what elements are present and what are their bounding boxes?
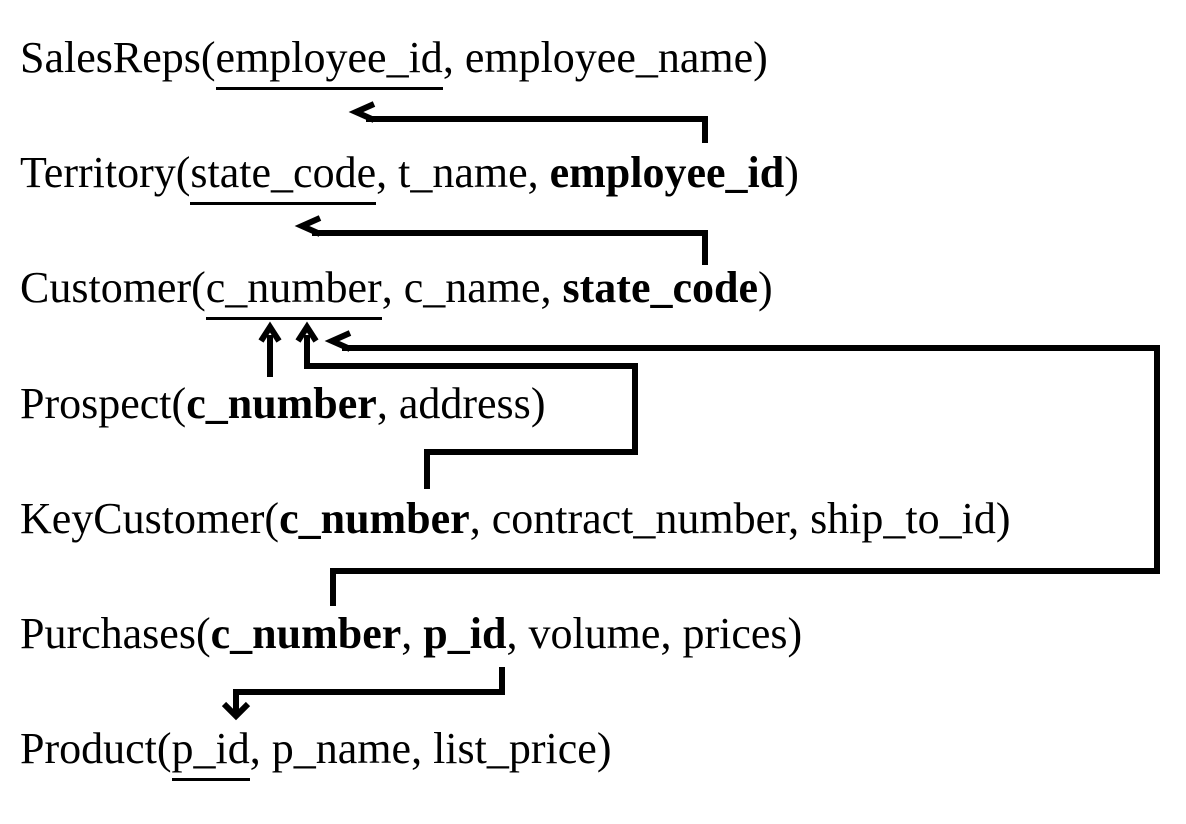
attribute: address (398, 379, 531, 428)
arrowhead-icon (324, 330, 352, 352)
arrowhead-icon (258, 321, 282, 343)
foreign-key-attribute: c_number (279, 494, 470, 543)
relation-territory: Territory(state_code, t_name, employee_i… (20, 148, 799, 205)
relation-purchases: Purchases(c_number, p_id, volume, prices… (20, 609, 803, 658)
arrowhead-icon (221, 701, 251, 721)
relation-name: Territory (20, 148, 176, 197)
fk-arrow-territory-to-salesreps (366, 116, 708, 143)
relation-name: KeyCustomer (20, 494, 265, 543)
attribute: volume (528, 609, 661, 658)
relation-name: Customer (20, 263, 192, 312)
foreign-key-attribute: c_number (186, 379, 377, 428)
attribute: employee_name (464, 33, 754, 82)
primary-key-attribute: employee_id (215, 33, 444, 90)
attribute: contract_number (491, 494, 789, 543)
attribute: p_name (271, 724, 412, 773)
relation-salesreps: SalesReps(employee_id, employee_name) (20, 33, 768, 90)
attribute: list_price (433, 724, 597, 773)
relation-customer: Customer(c_number, c_name, state_code) (20, 263, 773, 320)
fk-arrow-customer-to-territory (312, 230, 708, 265)
arrowhead-icon (294, 215, 322, 237)
foreign-key-attribute: p_id (423, 609, 507, 658)
attribute: t_name (398, 148, 528, 197)
foreign-key-attribute: employee_id (549, 148, 785, 197)
relation-product: Product(p_id, p_name, list_price) (20, 724, 612, 781)
fk-arrow-purchases-to-product (233, 667, 505, 712)
primary-key-attribute: state_code (190, 148, 377, 205)
relation-name: Product (20, 724, 157, 773)
arrowhead-icon (348, 101, 376, 123)
foreign-key-attribute: c_number (210, 609, 402, 658)
arrowhead-icon (295, 321, 319, 343)
relation-name: Prospect (20, 379, 172, 428)
attribute: ship_to_id (810, 494, 996, 543)
primary-key-attribute: p_id (171, 724, 251, 781)
primary-key-attribute: c_number (205, 263, 382, 320)
relation-prospect: Prospect(c_number, address) (20, 379, 546, 428)
attribute: prices (682, 609, 788, 658)
relation-keycustomer: KeyCustomer(c_number, contract_number, s… (20, 494, 1011, 543)
fk-arrow-purchases-to-customer (330, 345, 1160, 606)
relation-name: Purchases (20, 609, 196, 658)
fk-arrow-keycustomer-to-customer (304, 335, 638, 489)
relation-name: SalesReps (20, 33, 201, 82)
attribute: c_name (403, 263, 541, 312)
foreign-key-attribute: state_code (562, 263, 759, 312)
